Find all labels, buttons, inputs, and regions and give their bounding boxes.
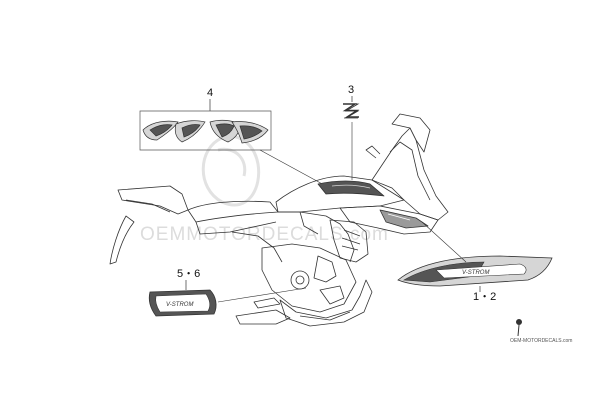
tank-stripe bbox=[317, 180, 385, 197]
cowl-decal bbox=[379, 209, 429, 229]
callout-5-6: 5・6 bbox=[177, 268, 200, 280]
engine-cover bbox=[290, 270, 310, 290]
side-cover-decal-lettering: V-STROM bbox=[166, 302, 193, 308]
leader-5-6-to-bike bbox=[217, 287, 307, 303]
leader-4-to-tank bbox=[259, 149, 327, 187]
under-cowl bbox=[279, 279, 373, 327]
part-3-group: 3 bbox=[342, 84, 360, 180]
side-cowl bbox=[339, 205, 439, 235]
tank-decal-left bbox=[142, 120, 206, 143]
exhaust bbox=[235, 309, 291, 325]
part-5-6-group: 5・6 V-STROM bbox=[148, 268, 307, 317]
side-cover-decal: V-STROM bbox=[148, 289, 217, 317]
footrest bbox=[253, 297, 281, 309]
watermark-text: OEMMOTORDECALS.com bbox=[140, 224, 389, 245]
part-4-box bbox=[139, 110, 272, 151]
leader-1-2-to-bike bbox=[421, 221, 467, 263]
callout-3: 3 bbox=[348, 84, 354, 96]
watermark-small-logo-icon bbox=[516, 319, 522, 337]
engine bbox=[261, 243, 357, 313]
fairing-decal: V-STROM bbox=[397, 255, 553, 287]
callout-4: 4 bbox=[207, 87, 213, 99]
radiator-shroud bbox=[329, 219, 369, 263]
rear-fender bbox=[109, 215, 135, 265]
part-4-group: 4 bbox=[139, 87, 327, 187]
motorcycle-outline bbox=[109, 113, 449, 327]
watermark-logo-icon bbox=[201, 134, 261, 207]
windscreen bbox=[391, 113, 431, 153]
watermark: OEMMOTORDECALS.com OEM-MOTORDECALS.com bbox=[140, 134, 572, 344]
tank-decal-right bbox=[209, 119, 269, 144]
rear-rack bbox=[117, 185, 189, 215]
fairing-decal-lettering: V-STROM bbox=[462, 270, 489, 276]
watermark-small-text: OEM-MOTORDECALS.com bbox=[510, 338, 572, 344]
front-fairing bbox=[371, 127, 449, 221]
suzuki-emblem-icon bbox=[342, 103, 360, 119]
part-1-2-group: V-STROM 1・2 bbox=[397, 221, 553, 303]
callout-1-2: 1・2 bbox=[473, 291, 496, 303]
